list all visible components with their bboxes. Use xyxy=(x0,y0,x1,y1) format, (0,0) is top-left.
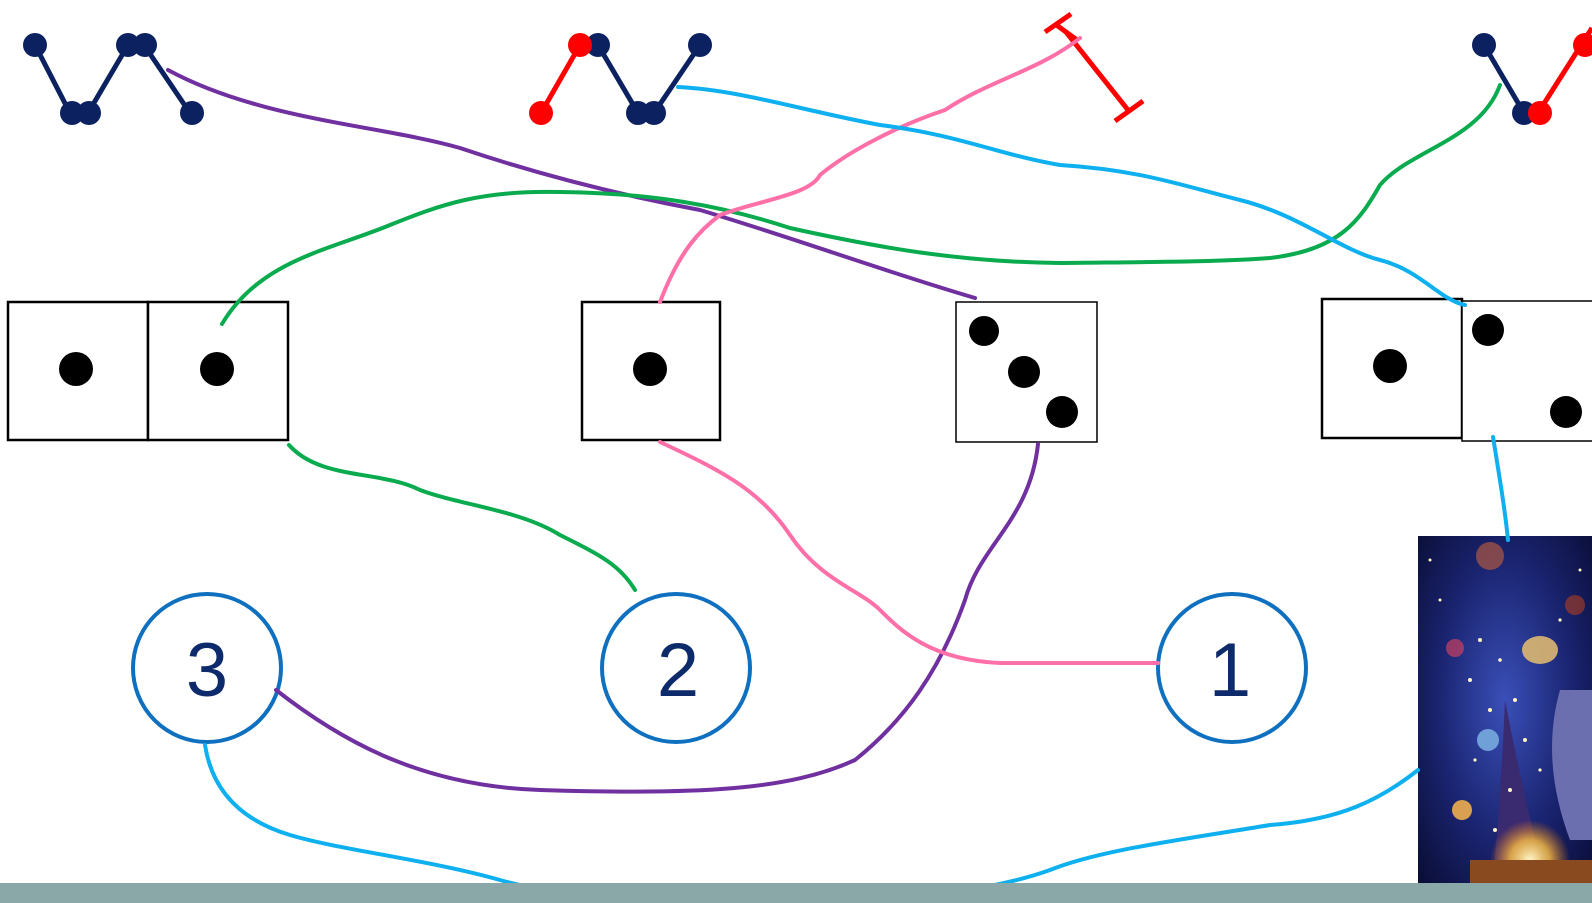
die-face-one xyxy=(148,302,288,440)
die-pip xyxy=(633,352,667,386)
die-pip xyxy=(1008,356,1040,388)
die-pair-left xyxy=(8,302,288,440)
zigzag-node xyxy=(180,101,204,125)
die-pip xyxy=(1373,349,1407,383)
die-face-one xyxy=(8,302,148,440)
circle-label: 1 xyxy=(1209,628,1251,713)
die-pip xyxy=(969,316,999,346)
die-middle xyxy=(582,302,720,440)
circle-label: 3 xyxy=(186,628,228,713)
die-three xyxy=(956,302,1097,442)
zigzag-node-highlight xyxy=(529,101,553,125)
connector-cyan xyxy=(205,87,1508,901)
zigzag-node xyxy=(23,33,47,57)
zigzag-middle xyxy=(529,33,712,125)
zigzag-right xyxy=(1472,28,1592,125)
zigzag-node xyxy=(77,101,101,125)
segment-marker-icon xyxy=(1045,14,1143,121)
die-face-two xyxy=(1462,301,1592,441)
die-pip xyxy=(200,352,234,386)
zigzag-left xyxy=(23,33,204,125)
die-pair-right xyxy=(1322,299,1592,441)
die-pip xyxy=(1550,396,1582,428)
die-pip xyxy=(1046,396,1078,428)
zigzag-node xyxy=(642,101,666,125)
zigzag-node xyxy=(1472,33,1496,57)
zigzag-node-highlight xyxy=(1528,101,1552,125)
wizard-illustration xyxy=(1418,536,1592,903)
zigzag-node xyxy=(688,33,712,57)
zigzag-node-highlight xyxy=(568,33,592,57)
circle-2: 2 xyxy=(602,594,750,742)
zigzag-node xyxy=(133,33,157,57)
circle-label: 2 xyxy=(657,628,699,713)
circle-1: 1 xyxy=(1158,594,1306,742)
die-face-one xyxy=(1322,299,1462,438)
connector-green xyxy=(222,85,1500,590)
die-pip xyxy=(59,352,93,386)
die-pip xyxy=(1472,314,1504,346)
circle-3: 3 xyxy=(133,594,281,742)
footer-bar xyxy=(0,883,1592,903)
